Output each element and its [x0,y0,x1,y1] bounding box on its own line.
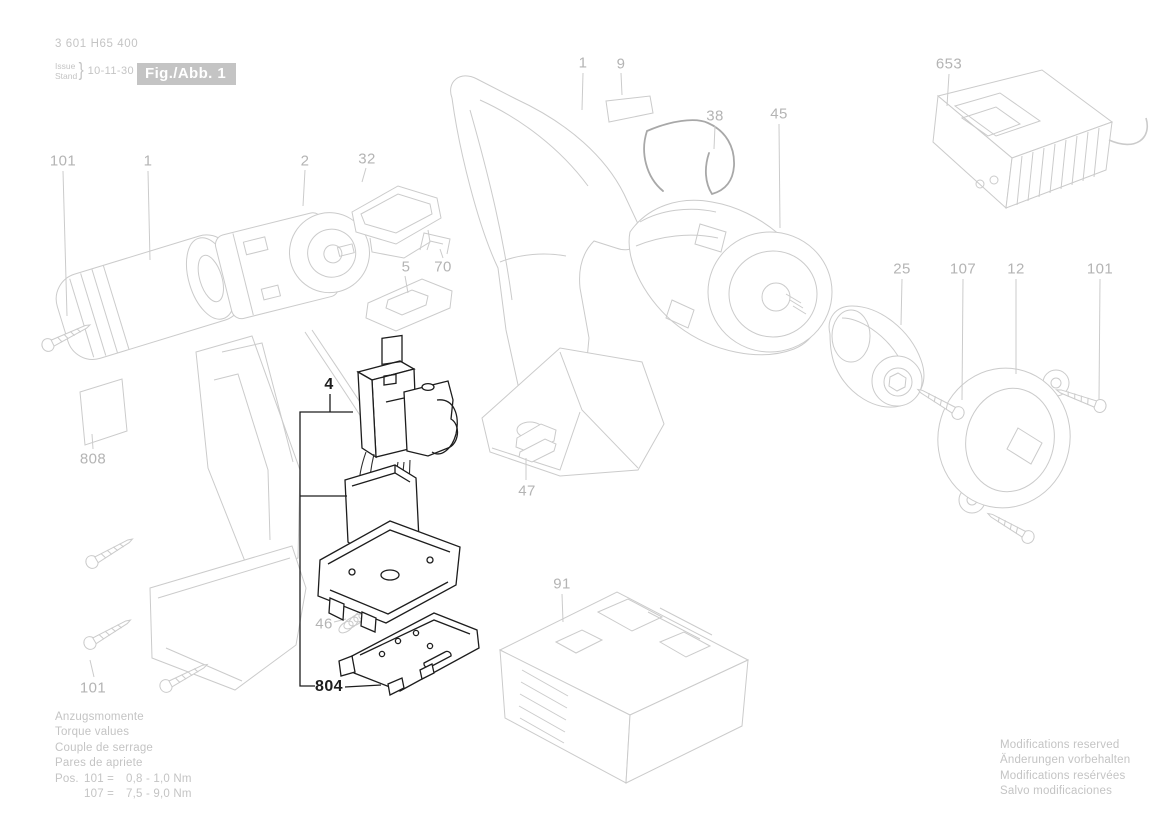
u-clip [419,232,451,255]
battery-charger [932,69,1148,210]
bearing-flange [937,367,1071,514]
screw-101-right-bottom [983,507,1037,547]
torque-line-en: Torque values [55,726,130,739]
switch-assembly [304,329,461,633]
modifications-note: Modifications reserved Änderungen vorbeh… [1000,738,1130,800]
torque-line-fr: Couple de serrage [55,741,154,754]
mods-line-es: Salvo modificaciones [1000,785,1113,798]
torque-entry-107: 107 = 7,5 - 9,0 Nm [55,787,192,802]
torque-line-es: Pares de apriete [55,757,143,770]
gear-selector-slider [351,185,442,259]
gearbox-assembly [628,199,833,356]
callout-5-slider: 5 [401,258,411,276]
torque-entry-101: Pos. 101 = 0,8 - 1,0 Nm [55,772,192,787]
mods-line-en: Modifications reserved [1000,739,1120,751]
figure-badge: Fig./Abb. 1 [137,63,237,85]
belt-clip [515,423,557,463]
mods-line-fr: Modifications resérvées [1000,769,1126,782]
callout-1-housing: 1 [578,54,588,72]
callout-9-sticker: 9 [616,55,626,73]
callout-804-plate: 804 [315,678,343,695]
wire-bail [643,119,735,196]
callout-4-switch: 4 [324,376,334,393]
stand-label: Stand [55,71,78,81]
callout-101-top-left: 101 [49,152,77,170]
callout-46-spring: 46 [315,615,333,633]
callout-45-gearbox: 45 [770,105,788,123]
pos-107-num: 107 = [84,788,115,801]
torque-line-de: Anzugsmomente [55,711,144,723]
callout-2-motor: 2 [300,152,310,170]
direction-slider-button [365,278,453,332]
pos-101-value: 0,8 - 1,0 Nm [126,772,192,785]
issue-label: Issue [55,60,76,71]
housing-handle-half [55,234,307,691]
type-label-sticker [605,95,654,123]
torque-values-note: Anzugsmomente Torque values Couple de se… [55,710,192,802]
callout-653-charger: 653 [935,55,963,73]
callout-38-wire: 38 [706,107,724,125]
callout-leader-lines [62,72,1101,678]
pos-101-num: 101 = [84,772,115,785]
callout-4-bracket [299,394,382,688]
issue-date: 10-11-30 [87,65,134,77]
callout-47-clip: 47 [518,482,536,500]
callout-25-chuck: 25 [893,260,911,278]
screw-101-left-mid [83,532,137,572]
label-sticker-808 [79,378,128,446]
issue-date-block: Issue Stand } 10-11-30 [55,60,134,82]
drill-chuck [828,305,925,408]
callout-32-selector: 32 [358,150,376,168]
mods-line-de: Änderungen vorbehalten [1000,754,1131,767]
battery-pack [498,591,750,784]
motor [214,212,370,320]
callout-808-sticker: 808 [79,450,107,468]
housing-right-half [450,75,665,477]
callout-101-right: 101 [1086,260,1114,278]
pos-107-value: 7,5 - 9,0 Nm [126,788,192,801]
callout-1-left: 1 [143,152,153,170]
callout-12-flange: 12 [1007,260,1025,278]
screw-101-left-low [81,613,135,653]
brace-glyph: } [78,60,84,81]
callout-101-bottom-left: 101 [79,679,107,697]
pos-prefix: Pos. [55,772,79,785]
contact-plate [338,612,480,696]
callout-70-clip: 70 [434,258,452,276]
callout-107-screw: 107 [949,260,977,278]
callout-91-battery: 91 [553,575,571,593]
document-part-number: 3 601 H65 400 [55,38,139,50]
